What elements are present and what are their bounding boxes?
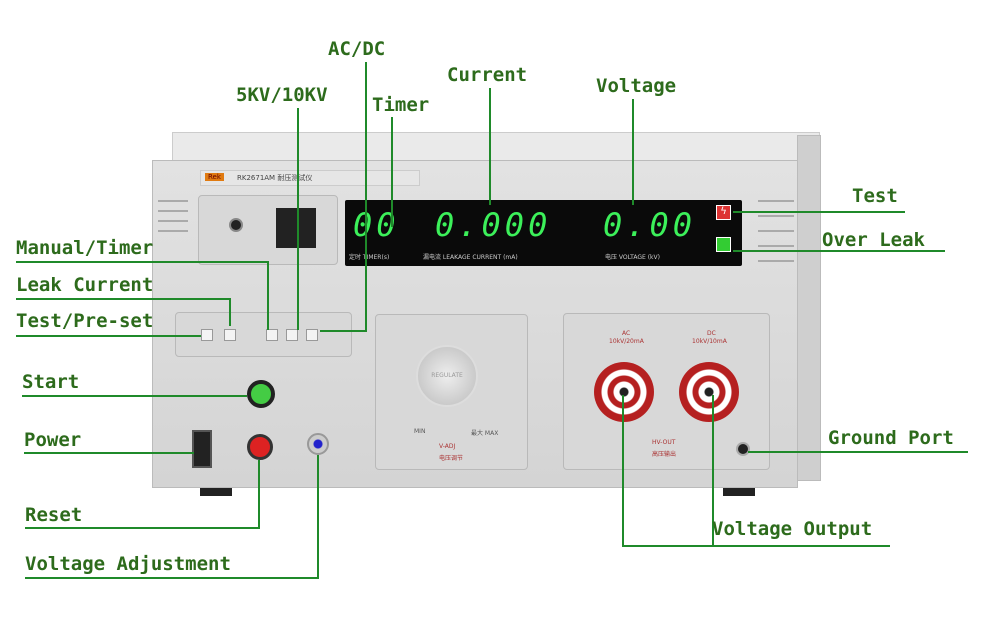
knob-min-label: MIN [414, 428, 426, 435]
label-voltage-adjustment: Voltage Adjustment [25, 553, 231, 575]
device-lid [172, 132, 820, 162]
label-test-preset: Test/Pre-set [16, 310, 154, 332]
label-leak-current: Leak Current [16, 274, 154, 296]
model-name: RK2671AM 耐压测试仪 [237, 174, 313, 182]
timer-caption: 定时 TIMER(s) [349, 254, 390, 261]
timer-readout: 00 [353, 206, 400, 244]
label-reset: Reset [25, 504, 83, 526]
interlock-socket [276, 208, 316, 248]
label-voltage-output: Voltage Output [712, 518, 873, 540]
manual-timer-button[interactable] [266, 329, 278, 341]
voltage-adjust-knob-small[interactable] [307, 433, 329, 455]
label-test: Test [852, 185, 898, 207]
upper-left-panel [198, 195, 338, 265]
label-manual-timer: Manual/Timer [16, 237, 154, 259]
setting-buttons-panel [175, 312, 352, 357]
label-kv-range: 5KV/10KV [236, 84, 328, 106]
label-timer: Timer [372, 94, 430, 116]
output-panel: AC 10kV/20mA DC 10kV/10mA HV-OUT 高压输出 [563, 313, 770, 470]
display: 00 0.000 0.00 定时 TIMER(s) 漏电流 LEAKAGE CU… [345, 200, 742, 266]
label-ground-port: Ground Port [828, 427, 954, 449]
vadj-label: V-ADJ [439, 443, 456, 450]
power-switch[interactable] [192, 430, 212, 468]
label-start: Start [22, 371, 80, 393]
fuse-holder [229, 218, 243, 232]
dc-output-terminal[interactable] [679, 362, 739, 422]
vadj-cn-label: 电压调节 [439, 455, 464, 462]
kv-range-button[interactable] [286, 329, 298, 341]
leak-current-button[interactable] [224, 329, 236, 341]
reset-button[interactable] [247, 434, 273, 460]
voltage-readout: 0.00 [603, 206, 697, 244]
ground-terminal[interactable] [736, 442, 750, 456]
dc-spec: 10kV/10mA [692, 338, 727, 345]
start-button[interactable] [247, 380, 275, 408]
voltage-caption: 电压 VOLTAGE (kV) [605, 254, 660, 261]
ac-dc-button[interactable] [306, 329, 318, 341]
device-side [797, 135, 821, 481]
test-preset-button[interactable] [201, 329, 213, 341]
nameplate: Rek RK2671AM 耐压测试仪 [200, 170, 420, 186]
current-caption: 漏电流 LEAKAGE CURRENT (mA) [423, 254, 518, 261]
knob-max-label: 最大 MAX [471, 430, 499, 437]
label-current: Current [447, 64, 528, 86]
test-indicator: ϟ [716, 205, 731, 220]
ac-spec: 10kV/20mA [609, 338, 644, 345]
current-readout: 0.000 [435, 206, 552, 244]
dc-rating: DC [707, 330, 716, 337]
label-power: Power [24, 429, 82, 451]
label-over-leak: Over Leak [822, 229, 925, 251]
brand-logo: Rek [205, 173, 224, 181]
regulate-knob[interactable]: REGULATE [416, 345, 478, 407]
label-ac-dc: AC/DC [328, 38, 386, 60]
voltage-adjust-panel: REGULATE MIN 最大 MAX V-ADJ 电压调节 [375, 314, 528, 470]
ac-rating: AC [622, 330, 631, 337]
over-leak-indicator [716, 237, 731, 252]
ac-output-terminal[interactable] [594, 362, 654, 422]
hv-out-cn-label: 高压输出 [652, 451, 677, 458]
label-voltage: Voltage [596, 75, 677, 97]
hv-out-label: HV-OUT [652, 439, 676, 446]
